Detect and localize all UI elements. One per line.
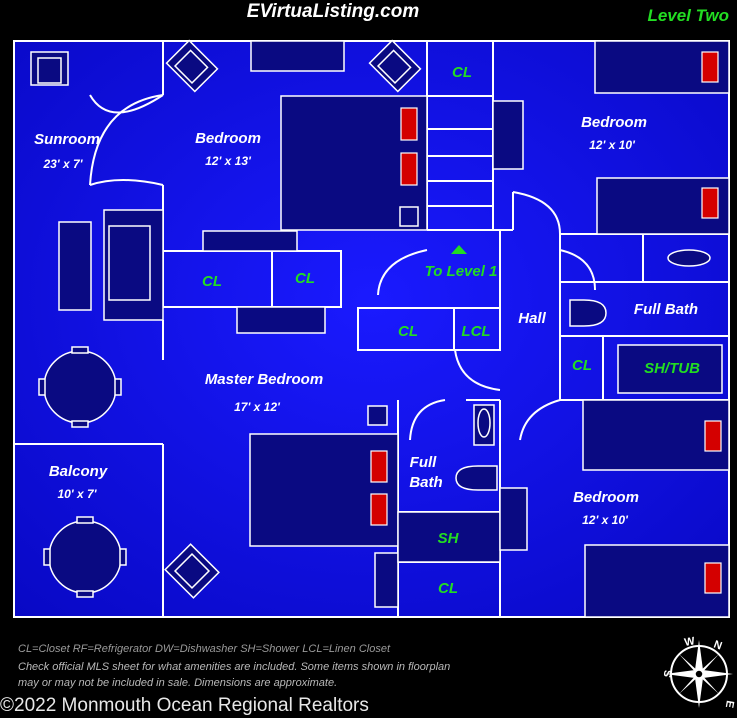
sink [667, 249, 711, 267]
chair [71, 346, 89, 354]
room-dims-bedroom-nw: 12' x 13' [205, 154, 252, 168]
shelf [492, 100, 524, 170]
legend: CL=Closet RF=Refrigerator DW=Dishwasher … [18, 643, 391, 655]
floor-plan: Sunroom 23' x 7' Bedroom 12' x 13' Bedro… [13, 39, 730, 618]
closet-label: CL [438, 580, 458, 597]
compass-n: N [712, 639, 724, 653]
room-name-full-bath-center-2: Bath [409, 474, 442, 491]
chair [76, 516, 94, 524]
lamp [701, 51, 719, 83]
room-name-bedroom-ne: Bedroom [581, 114, 647, 131]
chair [114, 378, 122, 396]
lamp [400, 152, 418, 186]
dresser [250, 40, 345, 72]
shower-label: SH [438, 530, 460, 547]
room-name-master: Master Bedroom [205, 371, 323, 388]
shower [397, 511, 501, 563]
coffee-table [58, 221, 92, 311]
door-swing [559, 249, 596, 291]
door-swing [89, 179, 164, 186]
room-dims-balcony: 10' x 7' [57, 487, 97, 501]
closet-label: CL [295, 270, 315, 287]
room-name-bedroom-nw: Bedroom [195, 130, 261, 147]
bathtub [617, 344, 723, 394]
room-name-balcony: Balcony [49, 463, 108, 480]
site-title: EVirtuaListing.com [246, 1, 420, 22]
room-name-full-bath-east: Full Bath [634, 301, 698, 318]
disclaimer: Check official MLS sheet for what amenit… [18, 661, 451, 689]
dining-table [43, 350, 117, 424]
compass-e: E [723, 699, 735, 708]
lamp [701, 187, 719, 219]
door-swing [377, 249, 428, 296]
dresser [374, 552, 399, 608]
nightstand [399, 206, 419, 227]
room-dims-master: 17' x 12' [234, 400, 281, 414]
level-title: Level Two [647, 6, 729, 25]
stairs-label: To Level 1 [425, 263, 498, 280]
closet-label: CL [572, 357, 592, 374]
lamp [400, 107, 418, 141]
chair [119, 548, 127, 566]
room-dims-bedroom-se: 12' x 10' [582, 513, 629, 527]
closet-label: CL [398, 323, 418, 340]
nightstand [367, 405, 388, 426]
closet-outline [357, 307, 501, 351]
toilet [455, 465, 498, 491]
sink [477, 408, 491, 438]
closet-label: CL [452, 64, 472, 81]
compass-rose-icon: N E S W [663, 635, 735, 709]
door-swing [409, 399, 446, 441]
toilet [569, 299, 607, 327]
chair [76, 590, 94, 598]
shower-tub-label: SH/TUB [644, 360, 700, 377]
stairs-arrow-icon [451, 245, 467, 254]
lamp [370, 450, 388, 483]
lamp [370, 493, 388, 526]
room-name-bedroom-se: Bedroom [573, 489, 639, 506]
closet-label: CL [202, 273, 222, 290]
outer-wall [13, 40, 730, 618]
bed [596, 177, 730, 235]
room-name-full-bath-center-1: Full [410, 454, 437, 471]
compass-s: S [663, 669, 675, 678]
door-swing [519, 399, 561, 441]
chair [71, 420, 89, 428]
room-name-sunroom: Sunroom [34, 131, 100, 148]
lamp [704, 420, 722, 452]
dresser [236, 306, 326, 334]
door-swing [512, 191, 561, 235]
chair [38, 378, 46, 396]
room-name-hall: Hall [518, 310, 546, 327]
room-dims-sunroom: 23' x 7' [42, 157, 83, 171]
vanity [499, 487, 528, 551]
bed [584, 544, 730, 618]
copyright: ©2022 Monmouth Ocean Regional Realtors [0, 695, 369, 716]
lamp [704, 562, 722, 594]
door-swing [454, 349, 501, 391]
chair [43, 548, 51, 566]
door-swing [89, 94, 164, 186]
patio-table [48, 520, 122, 594]
dresser [202, 230, 298, 252]
linen-closet-label: LCL [461, 323, 490, 340]
room-dims-bedroom-ne: 12' x 10' [589, 138, 636, 152]
door-swing [89, 94, 164, 114]
compass-w: W [683, 635, 696, 649]
